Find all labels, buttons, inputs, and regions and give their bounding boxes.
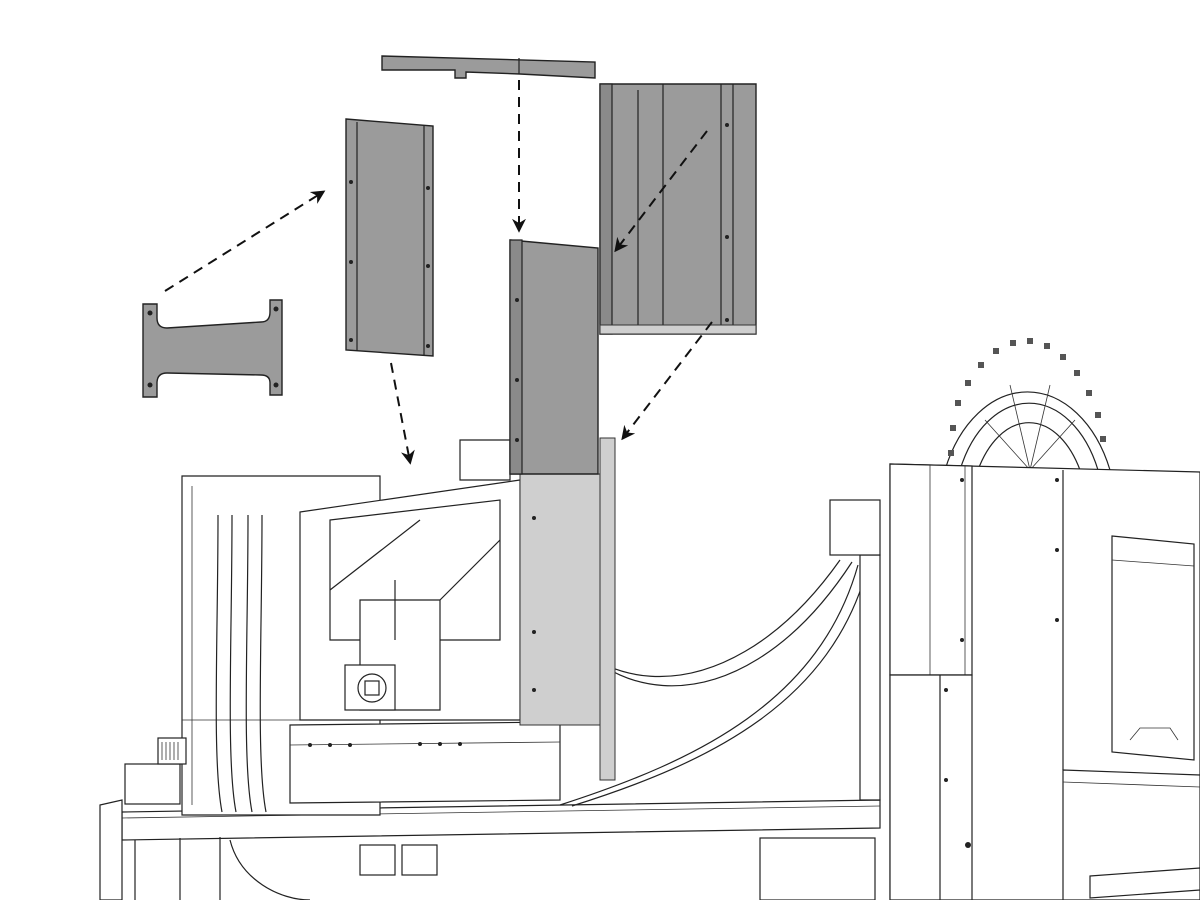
arrow-shroud-to-rear [621,321,713,441]
h-shaped-bracket [142,299,283,398]
arrow-bracket-to-side-panel [164,190,326,292]
right-cabinet [759,338,1200,900]
machine-base [99,439,881,900]
top-cover-plate [381,55,596,79]
arrow-side-panel-down [390,362,415,465]
u-shaped-shroud [599,83,757,335]
installed-rear-panel [519,473,601,726]
arrow-shroud-into-place [614,130,708,253]
assembly-arrows [164,80,713,465]
center-front-panel [509,239,599,475]
left-side-panel [345,118,434,357]
